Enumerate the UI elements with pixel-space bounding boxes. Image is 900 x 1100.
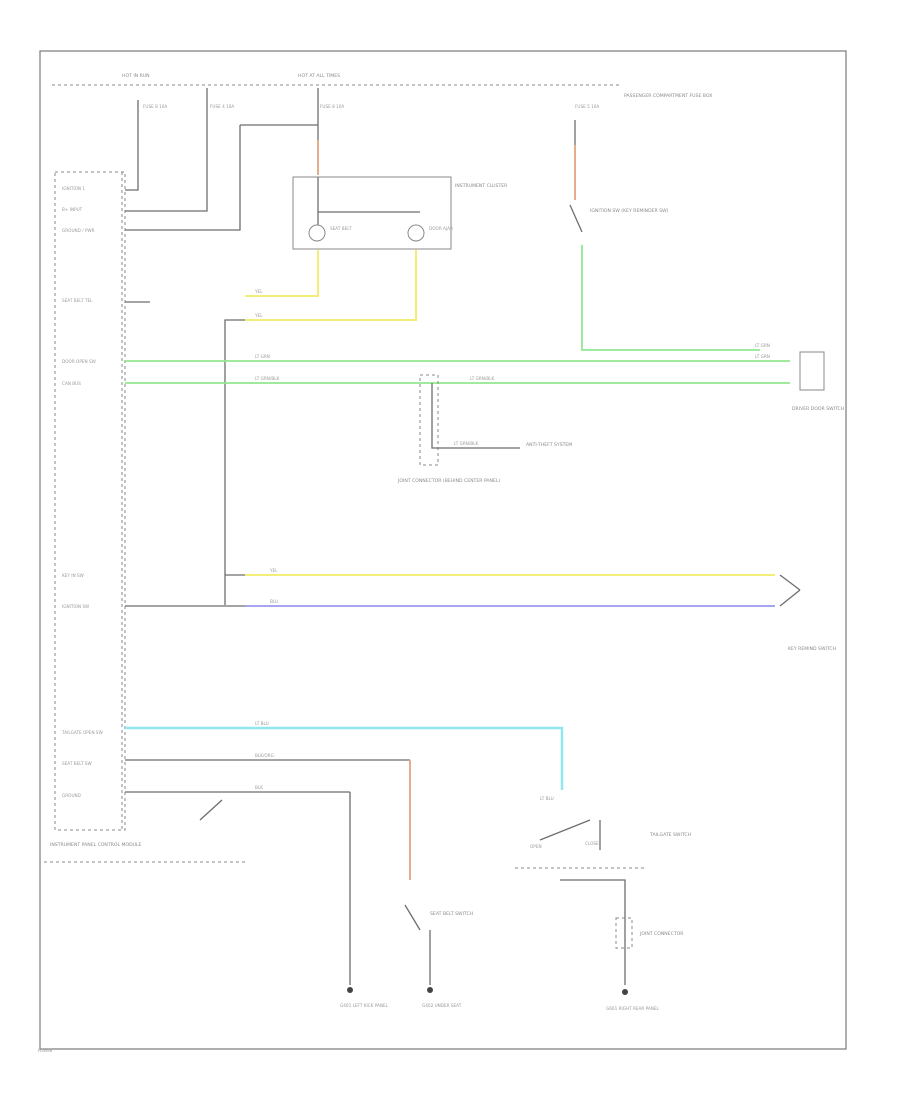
- hot-in-run-label: HOT IN RUN: [122, 73, 150, 79]
- seat-belt-lamp: [308, 224, 326, 242]
- pin-label: KEY IN SW: [62, 573, 84, 578]
- pin-label: CAN BUS: [62, 381, 81, 386]
- wire-color-label: YEL: [269, 568, 278, 573]
- pin-label: GROUND / PWR: [62, 228, 95, 233]
- wire-color-label: LT BLU: [540, 796, 554, 801]
- pin-label: SEAT BELT TEL: [62, 298, 93, 303]
- wire-color-label: BLK/ORG: [255, 753, 274, 758]
- ground-label: G401 LEFT KICK PANEL: [340, 1003, 389, 1008]
- wire-cyan: [125, 726, 564, 790]
- driver-door-label: DRIVER DOOR SWITCH: [792, 406, 844, 412]
- pin-label: SEAT BELT SW: [62, 761, 92, 766]
- wire-color-label: LT GRN/BLK: [454, 441, 479, 446]
- wire-color-label: BLK: [255, 785, 263, 790]
- wire-gray: [125, 125, 241, 231]
- pin-label: IGNITION 1: [62, 186, 85, 191]
- ground-label: G402 UNDER SEAT: [422, 1003, 462, 1008]
- cluster-title: INSTRUMENT CLUSTER: [455, 183, 508, 189]
- wire-color-label: LT GRN: [755, 354, 770, 359]
- wire-color-label: LT GRN: [755, 343, 770, 348]
- wire-color-label: YEL: [254, 313, 263, 318]
- key-reminder-label: IGNITION SW (KEY REMINDER SW): [590, 208, 669, 214]
- page-code: H3N98: [38, 1048, 53, 1053]
- wire-color-label: LT BLU: [255, 721, 269, 726]
- diagram-frame: [39, 50, 847, 1050]
- ground-symbol: [347, 987, 353, 993]
- control-module-outline: [54, 171, 126, 831]
- wire-color-label: LT GRN/BLK: [470, 376, 495, 381]
- pin-label: TAILGATE OPEN SW: [61, 730, 103, 735]
- pin-label: IGNITION SW: [62, 604, 89, 609]
- wire-color-label: LT GRN: [255, 354, 270, 359]
- wire-gray: [125, 100, 139, 191]
- ground-label: G601 RIGHT REAR PANEL: [606, 1006, 660, 1011]
- fuse-left-a-label: FUSE 8 10A: [143, 104, 167, 109]
- module-caption: INSTRUMENT PANEL CONTROL MODULE: [50, 842, 142, 848]
- lamp-label: DOOR AJAR: [429, 226, 453, 231]
- key-reminder-switch: [569, 204, 583, 233]
- instrument-cluster-box: [292, 176, 452, 250]
- wire-yellow: [245, 250, 417, 321]
- wire-color-label: LT GRN/BLK: [255, 376, 280, 381]
- antitheft-label: ANTI-THEFT SYSTEM: [526, 442, 572, 448]
- switch-position-label: OPEN: [530, 844, 542, 849]
- fuse-right-label: FUSE 5 10A: [575, 104, 599, 109]
- switch-position-label: CLOSE: [585, 841, 599, 846]
- pin-label: GROUND: [62, 793, 81, 798]
- ground-symbol: [622, 989, 628, 995]
- joint-connector-rear-label: JOINT CONNECTOR: [639, 931, 684, 937]
- key-switch-contact: [779, 574, 801, 591]
- ground-stub: [199, 799, 223, 821]
- key-remind-switch-label: KEY REMIND SWITCH: [788, 646, 836, 652]
- wire-yellow: [245, 250, 319, 297]
- fuse-left-b-label: FUSE 4 10A: [210, 104, 234, 109]
- joint-connector-rear: [615, 917, 633, 949]
- joint-connector: [419, 374, 439, 466]
- pin-label: B+ INPUT: [62, 207, 83, 212]
- pin-label: DOOR OPEN SW: [62, 359, 96, 364]
- wire-green: [581, 245, 760, 351]
- wire-color-label: YEL: [254, 289, 263, 294]
- lamp-label: SEAT BELT: [330, 226, 352, 231]
- tailgate-switch-label: TAILGATE SWITCH: [649, 832, 691, 838]
- door-ajar-lamp: [407, 224, 425, 242]
- seat-belt-switch-label: SEAT BELT SWITCH: [430, 911, 473, 917]
- driver-door-connector: [799, 351, 825, 391]
- wire-gray: [125, 88, 208, 212]
- seat-belt-switch: [404, 904, 421, 931]
- joint-connector-label: JOINT CONNECTOR (BEHIND CENTER PANEL): [397, 478, 500, 484]
- fuse-box-label: PASSENGER COMPARTMENT FUSE BOX: [624, 93, 712, 99]
- ground-symbol: [427, 987, 433, 993]
- tailgate-switch: [539, 819, 591, 841]
- hot-at-all-times-label: HOT AT ALL TIMES: [298, 73, 340, 79]
- fuse-center-label: FUSE 8 10A: [320, 104, 344, 109]
- wire-color-label: BLU: [270, 599, 278, 604]
